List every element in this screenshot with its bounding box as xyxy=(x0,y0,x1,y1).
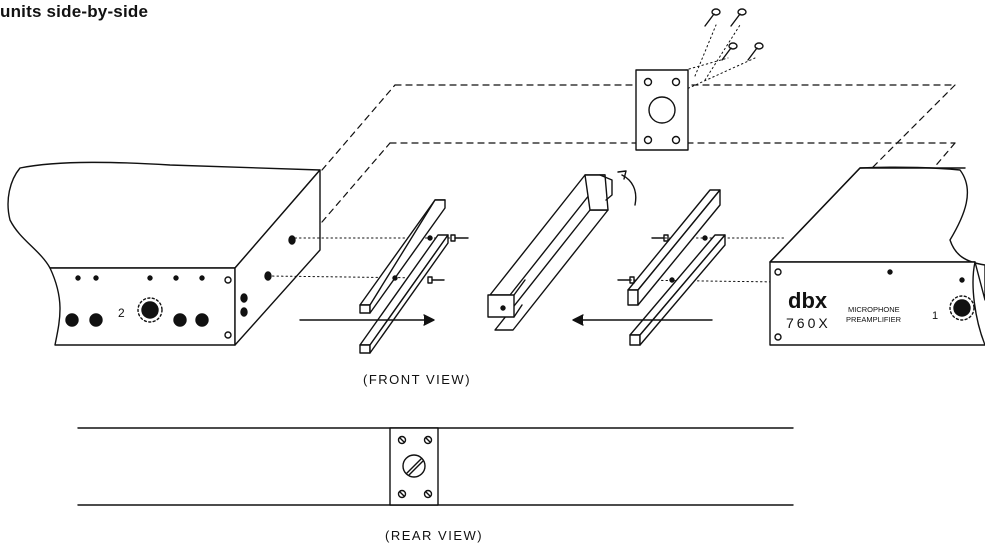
screw-icon xyxy=(704,8,764,61)
arrow-right-icon xyxy=(299,314,435,326)
right-rail-pair xyxy=(617,189,726,346)
rear-view-caption: (REAR VIEW) xyxy=(385,528,484,543)
jack-icon xyxy=(173,313,187,327)
jack-icon xyxy=(195,313,209,327)
mounting-plate-top xyxy=(635,69,689,151)
product-line-1: MICROPHONE xyxy=(848,305,900,314)
arrow-left-icon xyxy=(572,314,713,326)
coupling-bar xyxy=(487,174,613,331)
jack-icon xyxy=(65,313,79,327)
left-unit xyxy=(7,161,321,346)
knob-icon xyxy=(141,301,159,319)
brand-logo: dbx xyxy=(788,288,828,313)
rear-view xyxy=(77,427,794,506)
right-unit xyxy=(769,166,985,346)
product-line-2: PREAMPLIFIER xyxy=(846,315,902,324)
right-channel-label: 1 xyxy=(932,310,938,322)
model-label: 760X xyxy=(786,315,831,331)
slotted-screw-icon xyxy=(402,454,426,478)
jack-icon xyxy=(89,313,103,327)
front-view-caption: (FRONT VIEW) xyxy=(363,372,472,387)
left-channel-label: 2 xyxy=(118,306,125,320)
diagram-heading: units side-by-side xyxy=(0,2,149,21)
left-rail-pair xyxy=(359,199,469,354)
knob-icon xyxy=(953,299,971,317)
